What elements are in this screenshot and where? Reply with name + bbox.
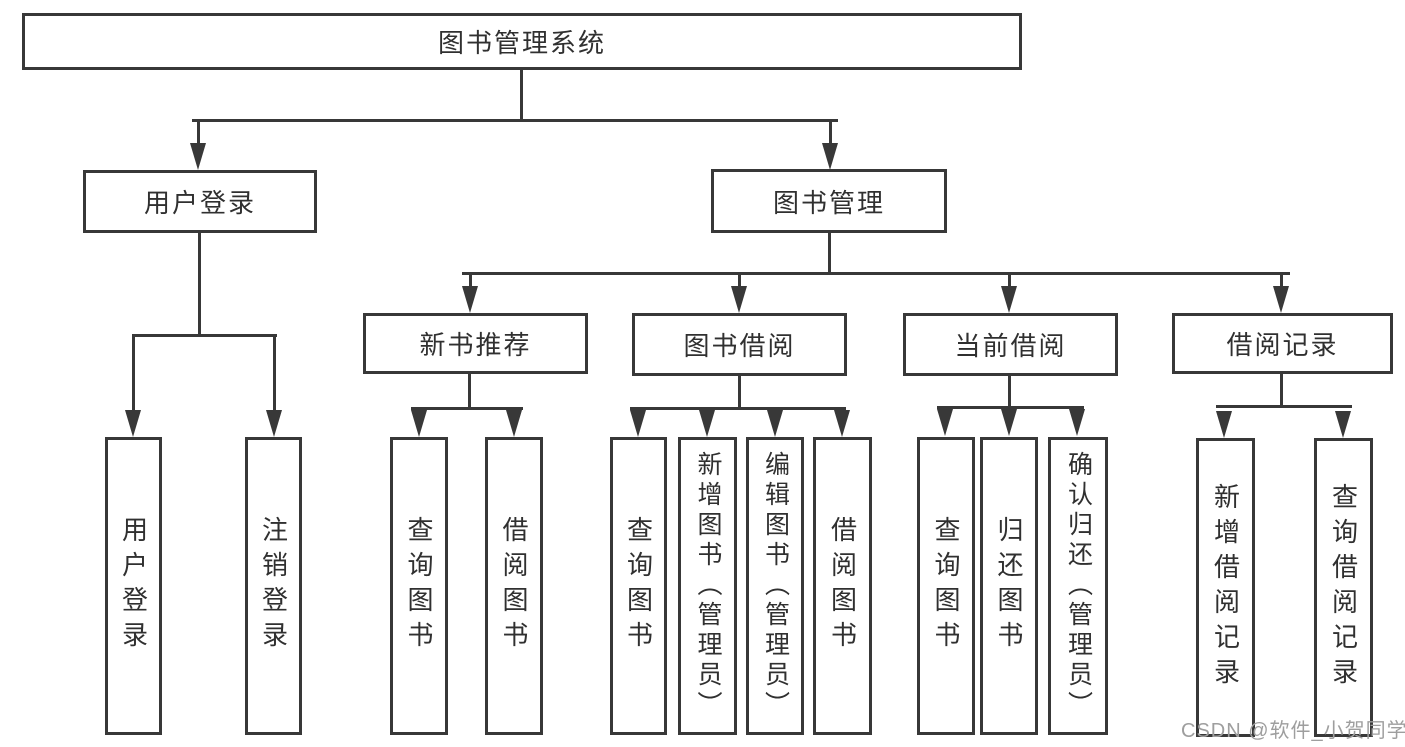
watermark-text: CSDN @软件_小贺同学 <box>1181 720 1405 742</box>
node-root: 图书管理系统 <box>22 13 1022 70</box>
connector-line <box>1280 272 1283 289</box>
leaf-confirm-return-admin: 确认归还（管理员） <box>1048 437 1108 735</box>
leaf-label: 查询借阅记录 <box>1328 482 1359 693</box>
leaf-label: 查询图书 <box>623 516 654 656</box>
leaf-label: 用户登录 <box>118 516 149 656</box>
leaf-query-book-under-current: 查询图书 <box>917 437 975 735</box>
leaf-logout-login: 注销登录 <box>245 437 302 735</box>
leaf-return-book: 归还图书 <box>980 437 1038 735</box>
connector-line <box>192 119 838 122</box>
node-new-book-recommend: 新书推荐 <box>363 313 588 374</box>
arrowhead-down-icon <box>834 410 850 437</box>
leaf-borrow-book-under-recommend: 借阅图书 <box>485 437 543 735</box>
arrowhead-down-icon <box>125 410 141 437</box>
arrowhead-down-icon <box>266 410 282 437</box>
node-current-borrow: 当前借阅 <box>903 313 1118 376</box>
node-book-borrow: 图书借阅 <box>632 313 847 376</box>
connector-line <box>738 272 741 289</box>
leaf-label: 注销登录 <box>258 516 289 656</box>
leaf-label: 归还图书 <box>994 516 1024 656</box>
connector-line <box>198 233 201 337</box>
connector-line <box>1216 405 1352 408</box>
arrowhead-down-icon <box>630 410 646 437</box>
connector-line <box>132 334 277 337</box>
arrowhead-down-icon <box>1335 411 1351 438</box>
leaf-user-login: 用户登录 <box>105 437 162 735</box>
leaf-label: 查询图书 <box>931 516 961 656</box>
connector-line <box>1008 376 1011 409</box>
connector-line <box>462 272 1290 275</box>
leaf-add-book-admin: 新增图书（管理员） <box>678 437 737 735</box>
arrowhead-down-icon <box>731 286 747 313</box>
arrowhead-down-icon <box>937 409 953 436</box>
arrowhead-down-icon <box>462 286 478 313</box>
leaf-label: 借阅图书 <box>827 516 858 656</box>
arrowhead-down-icon <box>1216 411 1232 438</box>
arrowhead-down-icon <box>190 143 206 170</box>
connector-line <box>197 119 200 145</box>
connector-line <box>738 376 741 409</box>
node-borrow-records: 借阅记录 <box>1172 313 1393 374</box>
leaf-query-borrow-record: 查询借阅记录 <box>1314 438 1373 737</box>
leaf-borrow-book-under-borrow: 借阅图书 <box>813 437 872 735</box>
connector-line <box>411 407 523 410</box>
arrowhead-down-icon <box>1001 409 1017 436</box>
node-user-login: 用户登录 <box>83 170 317 233</box>
connector-line <box>937 406 1084 409</box>
connector-line <box>829 119 832 145</box>
arrowhead-down-icon <box>1273 286 1289 313</box>
leaf-label: 查询图书 <box>404 516 434 656</box>
leaf-add-borrow-record: 新增借阅记录 <box>1196 438 1255 737</box>
connector-line <box>132 334 135 412</box>
arrowhead-down-icon <box>506 410 522 437</box>
arrowhead-down-icon <box>767 410 783 437</box>
connector-line <box>468 374 471 409</box>
leaf-label: 借阅图书 <box>499 516 529 656</box>
arrowhead-down-icon <box>699 410 715 437</box>
connector-line <box>520 70 523 122</box>
connector-line <box>828 233 831 275</box>
leaf-label: 确认归还（管理员） <box>1064 451 1093 721</box>
connector-line <box>1280 372 1283 407</box>
arrowhead-down-icon <box>1069 409 1085 436</box>
leaf-edit-book-admin: 编辑图书（管理员） <box>746 437 804 735</box>
connector-line <box>273 334 276 412</box>
arrowhead-down-icon <box>1001 286 1017 313</box>
leaf-query-book-under-borrow: 查询图书 <box>610 437 667 735</box>
arrowhead-down-icon <box>822 143 838 170</box>
node-book-management: 图书管理 <box>711 169 947 233</box>
connector-line <box>1008 272 1011 289</box>
connector-line <box>469 272 472 289</box>
leaf-label: 新增借阅记录 <box>1210 482 1241 693</box>
leaf-query-book-under-recommend: 查询图书 <box>390 437 448 735</box>
leaf-label: 新增图书（管理员） <box>694 451 722 721</box>
arrowhead-down-icon <box>411 410 427 437</box>
leaf-label: 编辑图书（管理员） <box>761 451 790 721</box>
connector-line <box>630 407 846 410</box>
